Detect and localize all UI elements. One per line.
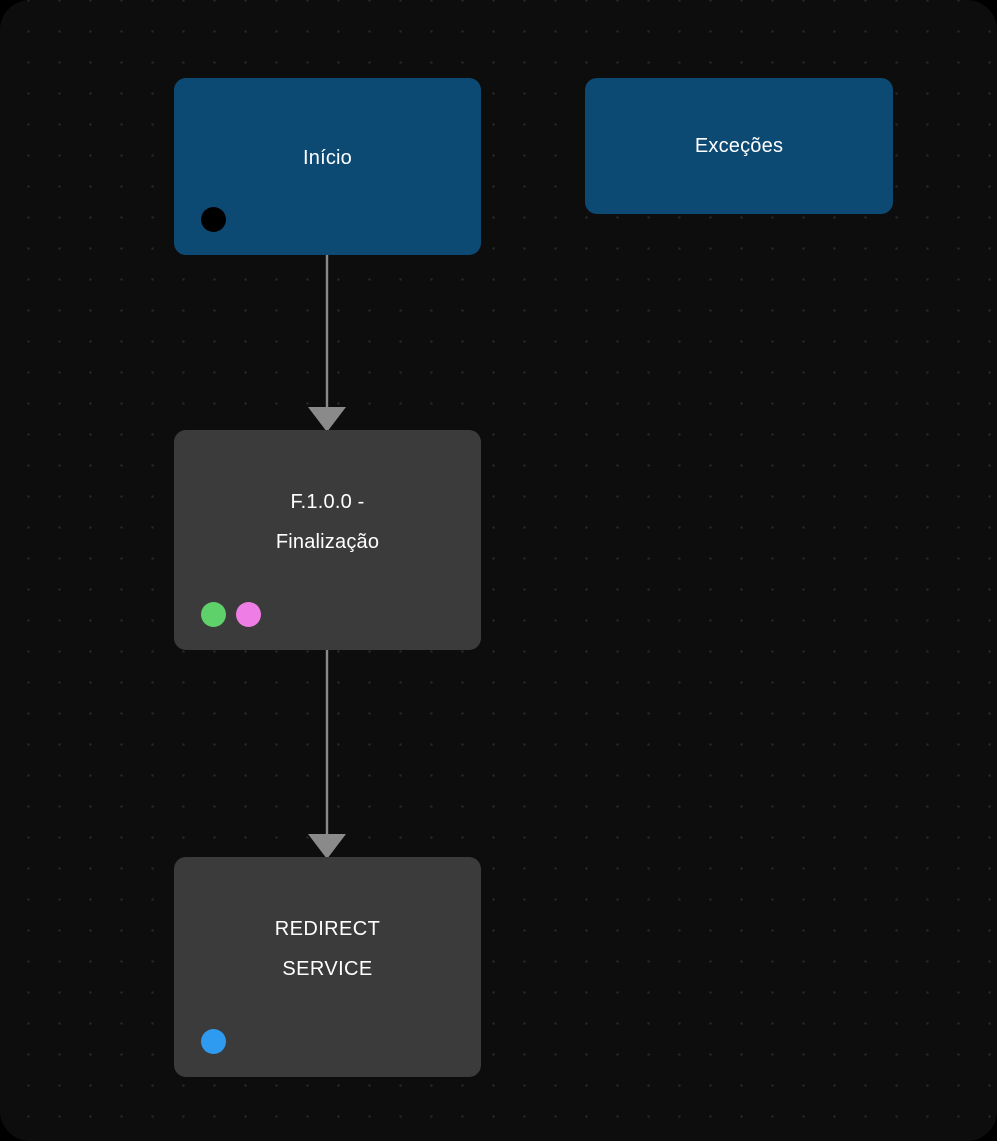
node-inicio-handles — [201, 207, 226, 232]
node-inicio[interactable]: Início — [174, 78, 481, 255]
node-redirect-service[interactable]: REDIRECT SERVICE — [174, 857, 481, 1077]
node-excecoes-label: Exceções — [694, 135, 784, 157]
handle-green-dot[interactable] — [201, 602, 226, 627]
node-finalizacao[interactable]: F.1.0.0 - Finalização — [174, 430, 481, 650]
node-excecoes[interactable]: Exceções — [585, 78, 893, 214]
node-redirect-service-label: REDIRECT SERVICE — [274, 918, 381, 980]
node-finalizacao-handles — [201, 602, 261, 627]
node-inicio-label: Início — [302, 146, 352, 169]
handle-pink-dot[interactable] — [236, 602, 261, 627]
edge-finalizacao-redirect[interactable] — [308, 650, 346, 859]
edge-inicio-finalizacao[interactable] — [308, 255, 346, 432]
node-finalizacao-label: F.1.0.0 - Finalização — [275, 491, 380, 553]
node-redirect-service-handles — [201, 1029, 226, 1054]
handle-black-dot[interactable] — [201, 207, 226, 232]
handle-blue-dot[interactable] — [201, 1029, 226, 1054]
